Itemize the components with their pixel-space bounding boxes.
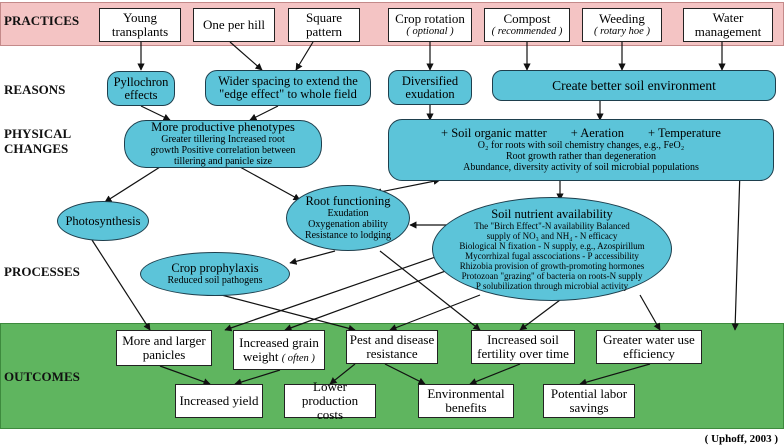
- outcome-environmental-benefits: Environmental benefits: [418, 384, 514, 418]
- reason-phyllochron-effects: Pyllochron effects: [107, 71, 175, 106]
- outcome-grain-weight: Increased grain weight ( often ): [233, 330, 325, 370]
- outcome-soil-fertility: Increased soil fertility over time: [471, 330, 575, 364]
- outcome-larger-panicles: More and larger panicles: [116, 330, 212, 366]
- practice-young-transplants: Young transplants: [99, 8, 181, 42]
- practice-crop-rotation: Crop rotation ( optional ): [388, 8, 472, 42]
- process-crop-prophylaxis: Crop prophylaxis Reduced soil pathogens: [140, 252, 290, 296]
- process-photosynthesis: Photosynthesis: [57, 201, 149, 241]
- process-root-functioning: Root functioning Exudation Oxygenation a…: [286, 185, 410, 251]
- outcome-lower-costs: Lower production costs: [284, 380, 376, 422]
- outcome-increased-yield: Increased yield: [175, 384, 263, 418]
- change-soil-conditions: + Soil organic matter + Aeration + Tempe…: [388, 119, 774, 181]
- reason-better-soil-environment: Create better soil environment: [492, 70, 776, 101]
- row-label-processes: PROCESSES: [4, 264, 80, 279]
- outcome-pest-resistance: Pest and disease resistance: [346, 330, 438, 364]
- reason-diversified-exudation: Diversified exudation: [388, 70, 472, 105]
- practice-one-per-hill: One per hill: [193, 8, 275, 42]
- change-productive-phenotypes: More productive phenotypes Greater tille…: [124, 120, 322, 168]
- row-label-physical-changes: PHYSICAL CHANGES: [4, 126, 72, 156]
- reason-wider-spacing: Wider spacing to extend the "edge effect…: [205, 70, 371, 106]
- process-soil-nutrient-availability: Soil nutrient availability The "Birch Ef…: [432, 197, 672, 301]
- source-credit: ( Uphoff, 2003 ): [704, 433, 778, 445]
- outcome-labor-savings: Potential labor savings: [543, 384, 635, 418]
- practice-compost: Compost ( recommended ): [484, 8, 570, 42]
- soil-conditions-header: + Soil organic matter + Aeration + Tempe…: [441, 126, 721, 140]
- row-label-outcomes: OUTCOMES: [4, 369, 80, 384]
- practice-water-management: Water management: [683, 8, 773, 42]
- row-label-reasons: REASONS: [4, 82, 66, 97]
- outcome-water-use-efficiency: Greater water use efficiency: [596, 330, 702, 364]
- practice-weeding: Weeding ( rotary hoe ): [582, 8, 662, 42]
- practice-square-pattern: Square pattern: [288, 8, 360, 42]
- row-label-practices: PRACTICES: [4, 13, 80, 28]
